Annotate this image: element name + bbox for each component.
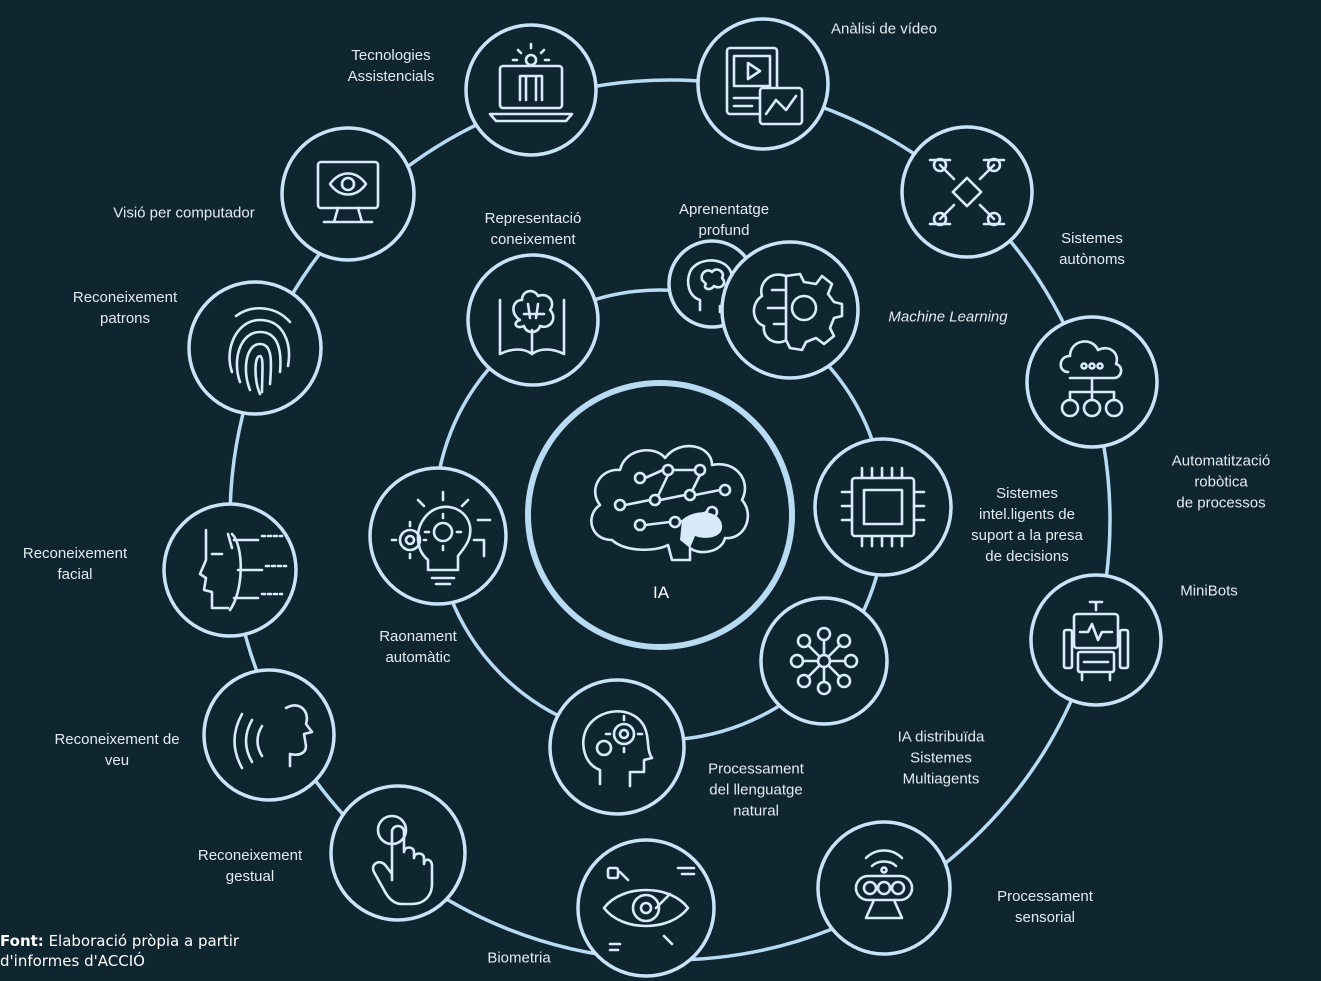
monitor-eye-icon bbox=[316, 160, 380, 224]
node-reconeixement-facial bbox=[162, 502, 298, 638]
touch-gesture-icon bbox=[371, 814, 434, 906]
center-label: IA bbox=[652, 583, 670, 602]
label-machine-learning: Machine Learning bbox=[888, 308, 1008, 326]
cloud-network-icon bbox=[1059, 340, 1124, 418]
label-automatitzacio-robotica: Automatització robòtica de processos bbox=[1171, 452, 1271, 512]
node-reconeixement-patrons bbox=[187, 280, 323, 416]
node-automatitzacio-robotica bbox=[1025, 315, 1159, 449]
node-sistemes-intelligents bbox=[813, 437, 953, 577]
label-reconeixement-veu: Reconeixement de veu bbox=[54, 731, 180, 769]
label-ia-distribuida: IA distribuïda Sistemes Multiagents bbox=[897, 728, 985, 788]
label-analisi-video: Anàlisi de vídeo bbox=[831, 20, 937, 38]
fingerprint-icon bbox=[228, 306, 292, 396]
label-sistemes-autonoms: Sistemes autònoms bbox=[1059, 230, 1125, 268]
node-raonament-automatic bbox=[368, 466, 508, 606]
node-tecnologies-assistencials bbox=[464, 23, 598, 157]
node-sistemes-autonoms bbox=[900, 125, 1034, 259]
bulb-gears-icon bbox=[390, 490, 492, 586]
sensor-icon bbox=[854, 849, 914, 920]
node-minibots bbox=[1029, 573, 1163, 707]
brain-gear-icon bbox=[752, 272, 844, 352]
center-ring bbox=[525, 380, 795, 650]
laptop-person-icon bbox=[488, 42, 574, 123]
label-reconeixement-facial: Reconeixement facial bbox=[22, 545, 128, 583]
video-analytics-icon bbox=[725, 46, 804, 126]
label-reconeixement-gestual: Reconeixement gestual bbox=[197, 847, 303, 885]
label-minibots: MiniBots bbox=[1180, 582, 1238, 600]
network-icon bbox=[789, 626, 859, 696]
label-processament-sensorial: Processament sensorial bbox=[997, 888, 1093, 926]
cpu-chip-icon bbox=[840, 466, 926, 548]
book-brain-icon bbox=[498, 289, 566, 356]
node-processament-sensorial bbox=[816, 820, 952, 956]
node-visio-computador bbox=[280, 126, 416, 262]
brain-circuit-icon bbox=[590, 444, 750, 562]
label-tecnologies-assistencials: Tecnologies Assistencials bbox=[347, 47, 435, 85]
label-sistemes-intelligents: Sistemes intel.ligents de suport a la pr… bbox=[971, 485, 1083, 565]
node-analisi-video bbox=[696, 17, 830, 151]
label-representacio-coneixement: Representació coneixement bbox=[484, 210, 582, 248]
label-aprenentatge-profund: Aprenentatge profund bbox=[678, 201, 770, 239]
source-prefix: Font: bbox=[0, 932, 44, 950]
drone-icon bbox=[928, 157, 1006, 227]
node-machine-learning bbox=[720, 240, 860, 380]
face-scan-icon bbox=[198, 528, 288, 612]
source-text: Elaboració pròpia a partir d'informes d'… bbox=[0, 932, 240, 970]
label-raonament-automatic: Raonament automàtic bbox=[379, 628, 457, 666]
label-visio-computador: Visió per computador bbox=[113, 204, 255, 222]
node-reconeixement-gestual bbox=[329, 784, 467, 922]
node-representacio-coneixement bbox=[466, 253, 600, 387]
label-reconeixement-patrons: Reconeixement patrons bbox=[72, 289, 178, 327]
eye-scan-icon bbox=[602, 866, 696, 952]
label-biometria: Biometria bbox=[487, 949, 551, 967]
source-note: Font: Elaboració pròpia a partir d'infor… bbox=[0, 931, 320, 971]
voice-icon bbox=[233, 704, 314, 770]
node-ia-distribuida bbox=[759, 596, 889, 726]
robot-icon bbox=[1062, 600, 1130, 682]
node-processament-llenguatge bbox=[548, 678, 686, 816]
head-gears-icon bbox=[582, 710, 654, 788]
label-processament-llenguatge: Processament del llenguatge natural bbox=[708, 760, 804, 820]
node-biometria bbox=[576, 838, 716, 978]
node-reconeixement-veu bbox=[202, 668, 336, 802]
